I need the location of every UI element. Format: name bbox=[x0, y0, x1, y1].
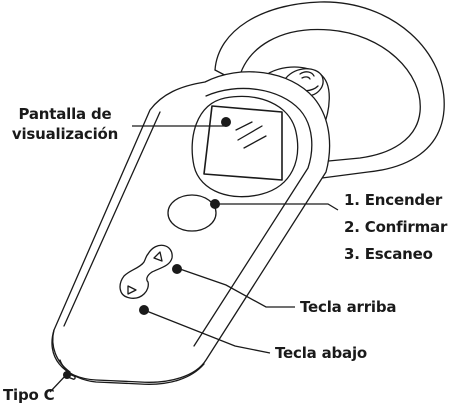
leader-line-up bbox=[176, 267, 295, 308]
up-arrow-icon[interactable] bbox=[153, 251, 163, 262]
callout-dot-display bbox=[221, 117, 231, 127]
rocker-key[interactable] bbox=[119, 244, 173, 299]
leader-line-down bbox=[143, 309, 271, 354]
label-display-line2: visualización bbox=[11, 125, 119, 143]
power-button[interactable] bbox=[167, 194, 217, 232]
label-power-1: 1. Encender bbox=[344, 191, 443, 209]
label-key-up: Tecla arriba bbox=[300, 298, 397, 316]
leader-line-power bbox=[216, 203, 339, 211]
label-display-line1: Pantalla de bbox=[18, 105, 112, 123]
callout-dot-usb bbox=[63, 371, 71, 379]
callout-dot-down bbox=[139, 305, 149, 315]
label-usb-port: Tipo C bbox=[3, 386, 55, 404]
label-display-screen: Pantalla de visualización bbox=[2, 104, 128, 144]
usb-c-port bbox=[64, 372, 76, 380]
callout-dot-power bbox=[210, 199, 220, 209]
label-power-3: 3. Escaneo bbox=[344, 245, 433, 263]
label-key-down: Tecla abajo bbox=[275, 344, 368, 362]
label-power-2: 2. Confirmar bbox=[344, 218, 448, 236]
callout-dot-up bbox=[172, 264, 182, 274]
down-arrow-icon[interactable] bbox=[127, 285, 137, 295]
display-screen bbox=[191, 95, 299, 198]
